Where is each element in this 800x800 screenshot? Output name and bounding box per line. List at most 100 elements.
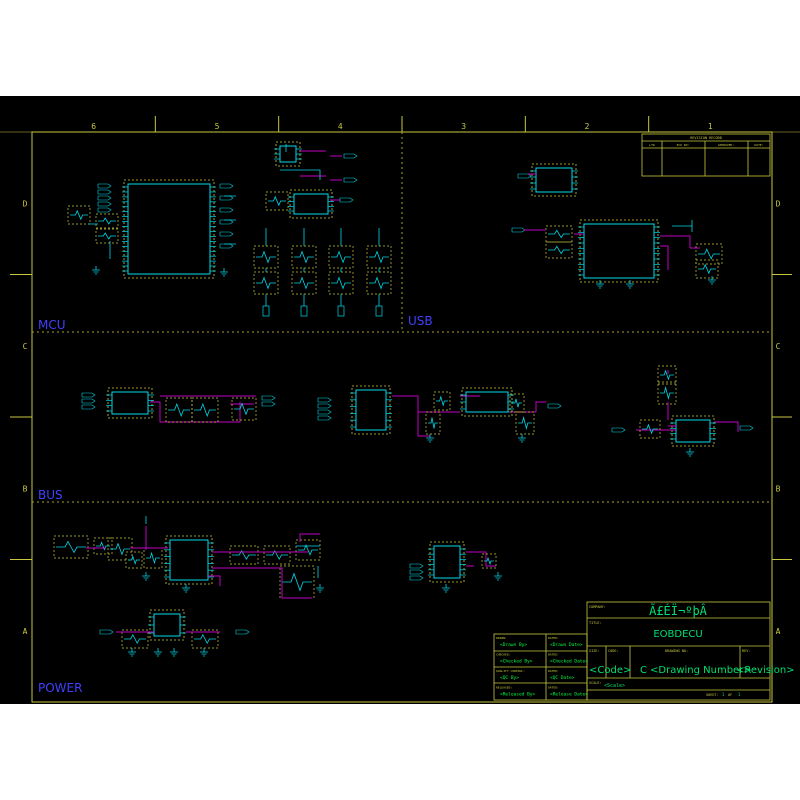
passive-component	[425, 411, 441, 435]
component-outline	[515, 411, 535, 435]
component-symbol	[428, 417, 438, 429]
net-label-flag	[739, 425, 754, 431]
component-outline	[639, 419, 661, 439]
section-label-power: POWER	[38, 681, 82, 695]
passive-component	[125, 551, 143, 569]
component-outline	[671, 415, 715, 447]
wire	[296, 545, 320, 578]
component-symbol	[168, 402, 190, 418]
passive-component	[95, 213, 119, 229]
component-outline	[695, 243, 723, 265]
passive-component	[695, 243, 723, 265]
wire	[300, 150, 342, 201]
ic-body	[169, 539, 209, 581]
sheet-label: SHEET:	[706, 693, 719, 697]
section-label-usb: USB	[408, 314, 433, 328]
component-symbol	[484, 556, 494, 566]
ic-body	[583, 223, 655, 279]
passive-component	[695, 259, 719, 279]
rev-label: REV:	[742, 649, 750, 653]
component-symbol	[98, 232, 116, 240]
signoff-label: QUALITY CONTROL:	[496, 669, 525, 673]
signoff-label: CHECKED:	[496, 653, 511, 657]
circuit-drawings	[53, 141, 754, 657]
component-outline	[289, 189, 333, 219]
ic-body	[279, 145, 297, 163]
net-label-flag	[409, 563, 424, 569]
passive-component	[191, 397, 219, 423]
net-label-flag	[97, 189, 112, 195]
column-zone-label: 1	[708, 122, 713, 131]
resistor	[262, 305, 270, 317]
signoff-date-label: DATED:	[548, 636, 559, 640]
size-label: SIZE:	[589, 649, 600, 653]
component-symbol	[331, 276, 351, 290]
ground-symbol	[518, 434, 526, 443]
passive-component	[639, 419, 661, 439]
led-indicator	[291, 271, 317, 295]
ic-body	[355, 389, 387, 431]
passive-component	[53, 535, 89, 559]
ground-symbol	[220, 268, 228, 277]
row-zone-label-left: A	[23, 627, 28, 636]
component-outline	[579, 219, 659, 283]
net-label-flag	[99, 629, 114, 635]
code-label: CODE:	[608, 649, 619, 653]
component-symbol	[660, 369, 674, 381]
component-outline	[545, 241, 573, 259]
passive-component	[93, 537, 113, 555]
component-outline	[231, 397, 257, 421]
component-outline	[351, 385, 391, 435]
component-outline	[53, 535, 89, 559]
ldo-regulator	[148, 609, 186, 641]
net-label-flag	[219, 195, 234, 201]
component-outline	[95, 228, 119, 244]
component-symbol	[266, 549, 288, 561]
ground-symbol	[596, 280, 604, 289]
section-label-mcu: MCU	[38, 318, 66, 332]
ground-symbol	[200, 648, 208, 657]
component-outline	[165, 535, 213, 585]
ic-body	[293, 193, 329, 215]
led-indicator	[366, 271, 392, 295]
passive-component	[121, 629, 149, 649]
net-label-flag	[219, 207, 234, 213]
signoff-label: DRAWN:	[496, 636, 507, 640]
component-symbol	[436, 395, 448, 407]
net-label-flag	[261, 401, 276, 407]
component-outline	[531, 163, 577, 197]
component-outline	[125, 551, 143, 569]
component-symbol	[298, 544, 318, 556]
signoff-value: <Released By>	[500, 692, 536, 698]
component-outline	[481, 553, 497, 569]
component-symbol	[518, 416, 532, 430]
wire	[466, 551, 496, 567]
net-label-flag	[97, 195, 112, 201]
ground-symbol	[494, 572, 502, 581]
passive-component	[433, 391, 451, 411]
wire	[86, 526, 320, 599]
component-symbol	[294, 276, 314, 290]
component-symbol	[369, 250, 389, 264]
net-label-flag	[611, 427, 626, 433]
component-outline	[107, 387, 153, 419]
signoff-date-value: <Drawn Date>	[550, 642, 583, 648]
signoff-date-label: DATED:	[548, 653, 559, 657]
net-label-flag	[219, 231, 234, 237]
component-outline	[295, 539, 321, 561]
passive-component	[143, 547, 163, 569]
signoff-value: <Checked By>	[500, 659, 533, 665]
ground-symbol	[626, 280, 634, 289]
component-symbol	[232, 549, 256, 561]
passive-component	[509, 393, 525, 413]
scale-value: <Scale>	[604, 683, 625, 689]
ic-body	[465, 391, 509, 413]
component-symbol	[146, 551, 160, 565]
component-outline	[93, 537, 113, 555]
row-zone-label-left: C	[23, 342, 28, 351]
can-transceiver	[106, 387, 154, 419]
usb-esd-chip	[530, 163, 578, 197]
signoff-value: <Drawn By>	[500, 642, 527, 648]
